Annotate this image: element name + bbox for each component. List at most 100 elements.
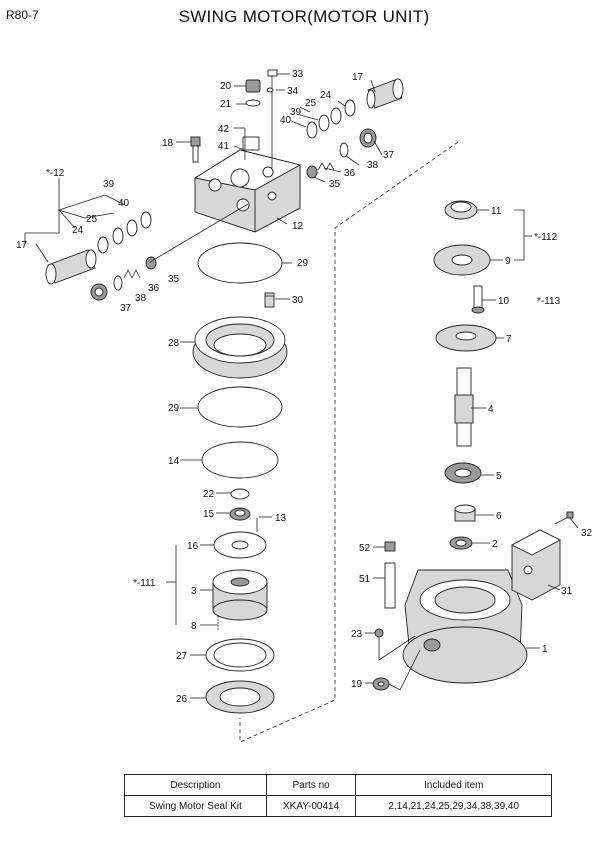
callout-11: 11 [491, 206, 502, 217]
plug-52 [384, 541, 396, 552]
callout-33: 33 [292, 69, 304, 80]
plug-part-20 [245, 79, 261, 93]
callout-13: 13 [275, 513, 287, 524]
table-row: Swing Motor Seal Kit XKAY-00414 2,14,21,… [124, 795, 552, 817]
callout-16: 16 [187, 541, 199, 552]
callout-2: 2 [492, 539, 498, 550]
callout-23: 23 [351, 629, 363, 640]
table-header-row: Description Parts no Included item [124, 774, 552, 796]
o-ring-34 [266, 87, 274, 93]
ring-39-left [126, 219, 138, 237]
valve-block-part [193, 136, 302, 233]
plug-part-37-left [90, 283, 108, 301]
page-title: SWING MOTOR(MOTOR UNIT) [178, 7, 430, 26]
check-valve-part-17-left [45, 249, 97, 285]
kit-12-bracket [24, 178, 126, 244]
bearing-15 [229, 507, 251, 521]
ring-25-left [112, 227, 124, 245]
ring-38-right [339, 142, 349, 158]
swash-plate-7 [435, 324, 497, 352]
kit-112-bracket [514, 209, 532, 261]
callout-28: 28 [168, 338, 180, 349]
callout-17-left: 17 [16, 240, 28, 251]
callout-8: 8 [191, 621, 197, 632]
callout-4: 4 [488, 404, 494, 415]
shoe-plate-11 [444, 200, 478, 220]
ring-40-left [140, 211, 152, 229]
callout-38-right: 38 [367, 160, 379, 171]
poppet-35-left [145, 256, 157, 270]
dashed-boundary [239, 141, 459, 743]
callout-5: 5 [496, 471, 502, 482]
callout-32: 32 [581, 528, 593, 539]
kit-label-111: *-111 [133, 578, 156, 589]
callout-29-upper: 29 [297, 258, 309, 269]
callout-3: 3 [191, 586, 197, 597]
callout-41: 41 [218, 141, 230, 152]
seal-kit-table: Description Parts no Included item Swing… [124, 774, 552, 817]
o-ring-14 [201, 441, 279, 479]
cell-description: Swing Motor Seal Kit [124, 795, 267, 817]
kit-label-12: *-12 [46, 168, 65, 179]
poppet-35-right [306, 165, 318, 179]
cell-parts-no: XKAY-00414 [265, 795, 357, 817]
callout-22: 22 [203, 489, 215, 500]
callout-51: 51 [359, 574, 371, 585]
callout-35-right: 35 [329, 179, 341, 190]
callout-20: 20 [220, 81, 232, 92]
oil-seal-2 [449, 536, 473, 550]
callout-25-left: 25 [86, 214, 98, 225]
callout-6: 6 [496, 511, 502, 522]
spring-30 [264, 292, 275, 308]
kit-111-bracket [166, 545, 177, 625]
plug-23 [374, 628, 384, 638]
callout-15: 15 [203, 509, 215, 520]
callout-9: 9 [505, 256, 511, 267]
callout-labels: 33 20 34 21 42 41 18 17 24 25 39 40 37 3… [16, 69, 593, 705]
o-ring-29-upper [197, 242, 283, 284]
callout-30: 30 [292, 295, 304, 306]
cylinder-block-3 [212, 569, 268, 621]
valve-plate-16 [213, 531, 267, 559]
friction-plate-27 [205, 638, 275, 672]
nut-19 [372, 677, 390, 691]
callout-36-left: 36 [148, 283, 160, 294]
callout-7: 7 [506, 334, 512, 345]
piston-28 [192, 316, 288, 379]
ring-25-right [330, 107, 342, 125]
callout-31: 31 [561, 586, 573, 597]
valve-block-31 [511, 529, 561, 601]
o-ring-29-lower [197, 386, 283, 428]
callout-40-left: 40 [118, 198, 130, 209]
spring-36-right [317, 162, 335, 171]
o-ring-21 [245, 99, 261, 107]
callout-12: 12 [292, 221, 304, 232]
pin-51 [384, 562, 396, 609]
callout-17-right: 17 [352, 72, 364, 83]
separator-plate-26 [205, 680, 275, 714]
callout-18: 18 [162, 138, 174, 149]
bolt-part-18 [190, 136, 201, 163]
kit-label-113: *-113 [537, 296, 561, 307]
model-code: R80-7 [6, 8, 39, 22]
ring-39-right [318, 114, 330, 132]
exploded-parts-diagram: 33 20 34 21 42 41 18 17 24 25 39 40 37 3… [16, 69, 593, 743]
callout-35-left: 35 [168, 274, 180, 285]
cell-included-item: 2,14,21,24,25,29,34,38,39,40 [355, 795, 552, 817]
callout-37-left: 37 [120, 303, 132, 314]
bushing-6 [454, 504, 476, 522]
ring-24-left [97, 236, 109, 254]
shaft-4 [454, 367, 474, 447]
column-header-parts-no: Parts no [265, 774, 357, 796]
check-valve-part-17-right [366, 78, 404, 109]
column-header-included-item: Included item [355, 774, 552, 796]
callout-36-right: 36 [344, 168, 356, 179]
callout-14: 14 [168, 456, 180, 467]
ring-38-left [113, 275, 123, 291]
callout-25-right: 25 [305, 98, 317, 109]
callout-27: 27 [176, 651, 188, 662]
callout-26: 26 [176, 694, 188, 705]
callout-37-right: 37 [383, 150, 395, 161]
callout-39-right: 39 [290, 107, 302, 118]
callout-29-lower: 29 [168, 403, 180, 414]
